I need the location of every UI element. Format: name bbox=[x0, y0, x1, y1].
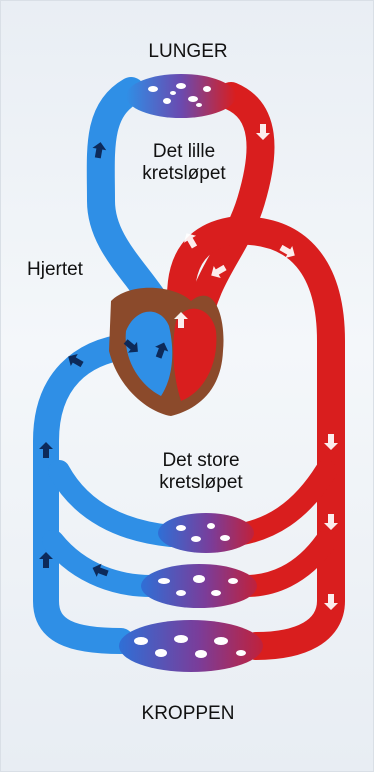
small-circuit-line1: Det lille bbox=[124, 141, 244, 163]
lungs-label: LUNGER bbox=[1, 41, 374, 63]
large-circuit-line2: kretsløpet bbox=[126, 472, 276, 494]
heart-shape bbox=[109, 288, 224, 416]
large-circuit-line1: Det store bbox=[126, 450, 276, 472]
small-circuit-line2: kretsløpet bbox=[124, 163, 244, 185]
large-circuit-label: Det store kretsløpet bbox=[126, 450, 276, 494]
heart-label: Hjertet bbox=[27, 259, 107, 281]
lung-capillaries bbox=[126, 74, 236, 118]
body-label: KROPPEN bbox=[1, 703, 374, 725]
small-circuit-label: Det lille kretsløpet bbox=[124, 141, 244, 185]
